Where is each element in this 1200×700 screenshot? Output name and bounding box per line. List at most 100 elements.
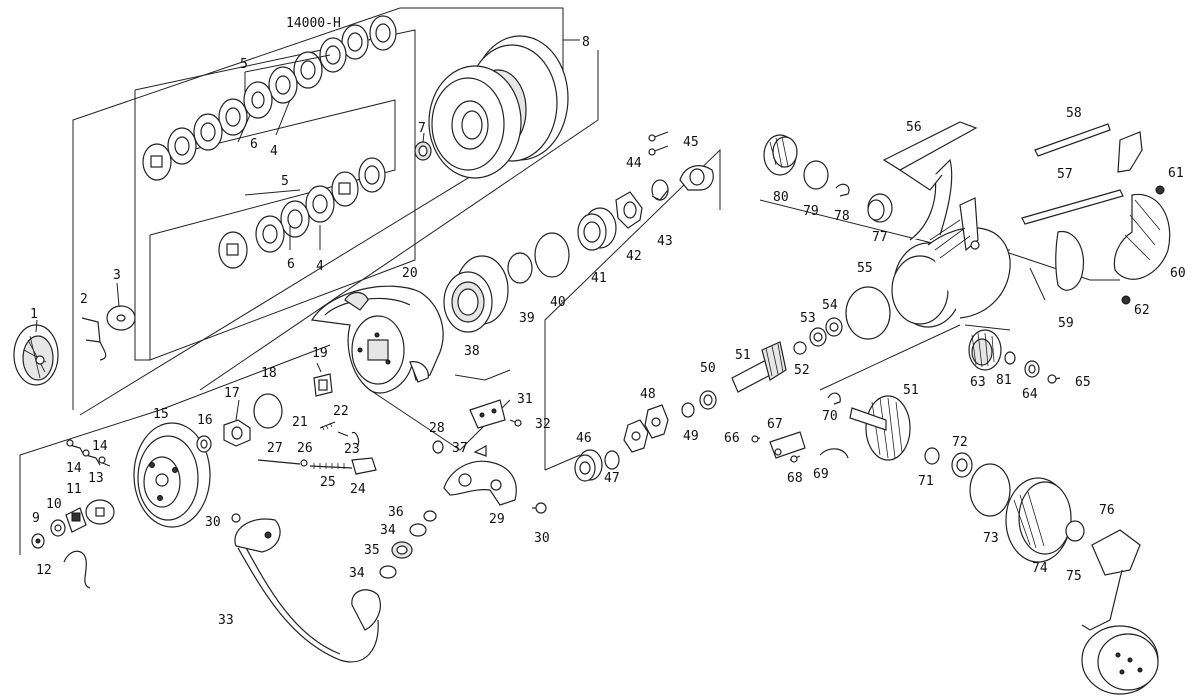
cover-screws bbox=[1121, 185, 1165, 305]
body-o-ring bbox=[845, 286, 891, 340]
part-label-60: 60 bbox=[1170, 266, 1186, 281]
part-label-59: 59 bbox=[1058, 316, 1074, 331]
part-label-36: 36 bbox=[388, 505, 404, 520]
drag-washer-stack bbox=[218, 157, 386, 269]
oscillating-gear bbox=[968, 329, 1002, 371]
part-label-3: 3 bbox=[113, 268, 121, 283]
part-label-4a: 4 bbox=[270, 144, 278, 159]
part-label-5b: 5 bbox=[281, 174, 289, 189]
anti-reverse-cam bbox=[623, 404, 669, 453]
part-label-80: 80 bbox=[773, 190, 789, 205]
handle-cap bbox=[1005, 477, 1072, 563]
part-label-33: 33 bbox=[218, 613, 234, 628]
part-label-58: 58 bbox=[1066, 106, 1082, 121]
body-shaft-short bbox=[1021, 131, 1143, 225]
handle-collar bbox=[1065, 520, 1085, 542]
drag-washer bbox=[106, 305, 136, 331]
clutch-screws bbox=[648, 131, 669, 156]
part-label-48: 48 bbox=[640, 387, 656, 402]
part-label-15: 15 bbox=[153, 407, 169, 422]
part-label-24: 24 bbox=[350, 482, 366, 497]
clutch-o-ring bbox=[534, 232, 570, 278]
body-bearing bbox=[867, 193, 893, 223]
gear-bushing bbox=[1024, 360, 1040, 378]
handle-o-ring bbox=[969, 463, 1011, 517]
part-label-7: 7 bbox=[418, 121, 426, 136]
cover-gasket bbox=[1055, 230, 1084, 291]
part-label-45: 45 bbox=[683, 135, 699, 150]
part-label-53: 53 bbox=[800, 311, 816, 326]
part-label-47: 47 bbox=[604, 471, 620, 486]
one-way-clutch bbox=[443, 255, 509, 333]
part-label-10: 10 bbox=[46, 497, 62, 512]
part-label-64: 64 bbox=[1022, 387, 1038, 402]
bail-arm-parts bbox=[432, 440, 547, 514]
part-label-42: 42 bbox=[626, 249, 642, 264]
body-clip bbox=[835, 183, 850, 197]
part-label-68: 68 bbox=[787, 471, 803, 486]
part-label-71: 71 bbox=[918, 474, 934, 489]
part-label-66: 66 bbox=[724, 431, 740, 446]
part-label-39: 39 bbox=[519, 311, 535, 326]
rotor-nut bbox=[223, 419, 251, 447]
pinion-bearing-small bbox=[809, 327, 827, 347]
part-label-5a: 5 bbox=[240, 57, 248, 72]
bail-support-cover bbox=[469, 399, 522, 429]
part-label-38: 38 bbox=[464, 344, 480, 359]
part-label-28: 28 bbox=[429, 421, 445, 436]
part-label-56: 56 bbox=[906, 120, 922, 135]
part-label-4b: 4 bbox=[316, 259, 324, 274]
part-label-13: 13 bbox=[88, 471, 104, 486]
part-label-67: 67 bbox=[767, 417, 783, 432]
part-label-27: 27 bbox=[267, 441, 283, 456]
part-label-20: 20 bbox=[402, 266, 418, 281]
clutch-bushing bbox=[651, 179, 669, 201]
part-label-11: 11 bbox=[66, 482, 82, 497]
part-label-26: 26 bbox=[297, 441, 313, 456]
pinion-washer bbox=[604, 450, 620, 470]
part-label-1: 1 bbox=[30, 307, 38, 322]
rotor-nut-parts bbox=[31, 499, 115, 589]
spool bbox=[428, 35, 569, 179]
leg-foot bbox=[882, 121, 978, 191]
part-label-76: 76 bbox=[1099, 503, 1115, 518]
part-label-23: 23 bbox=[344, 442, 360, 457]
spool-bushing bbox=[414, 141, 432, 161]
part-label-55: 55 bbox=[857, 261, 873, 276]
clutch-washer bbox=[507, 252, 533, 284]
drag-washer-stack-14000h bbox=[142, 15, 397, 181]
part-label-46: 46 bbox=[576, 431, 592, 446]
rotor-nut-housing bbox=[133, 422, 211, 528]
part-label-43: 43 bbox=[657, 234, 673, 249]
part-label-17: 17 bbox=[224, 386, 240, 401]
part-label-30b: 30 bbox=[534, 531, 550, 546]
bail-wire bbox=[231, 513, 381, 663]
part-label-62: 62 bbox=[1134, 303, 1150, 318]
part-label-19: 19 bbox=[312, 346, 328, 361]
leader-lines bbox=[35, 54, 425, 421]
part-label-29: 29 bbox=[489, 512, 505, 527]
rotor-seal bbox=[253, 393, 283, 429]
bail-trip-parts bbox=[257, 421, 377, 475]
part-label-63: 63 bbox=[970, 375, 986, 390]
drag-spring bbox=[81, 317, 107, 361]
gear-clip bbox=[1004, 351, 1016, 365]
rotor-washer bbox=[196, 435, 212, 453]
part-label-73: 73 bbox=[983, 531, 999, 546]
part-label-77: 77 bbox=[872, 230, 888, 245]
pinion-bearing-large bbox=[825, 317, 843, 337]
cap-nut bbox=[763, 134, 798, 176]
part-label-22: 22 bbox=[333, 404, 349, 419]
pinion-gear bbox=[731, 341, 787, 393]
side-cover bbox=[1113, 193, 1171, 280]
part-label-8: 8 bbox=[582, 35, 590, 50]
part-label-61: 61 bbox=[1168, 166, 1184, 181]
part-label-50: 50 bbox=[700, 361, 716, 376]
part-label-81: 81 bbox=[996, 373, 1012, 388]
part-label-54: 54 bbox=[822, 298, 838, 313]
part-label-6b: 6 bbox=[287, 257, 295, 272]
pinion-bearing bbox=[574, 449, 603, 482]
model-label: 14000-H bbox=[286, 16, 341, 31]
handle-washer bbox=[924, 447, 940, 465]
